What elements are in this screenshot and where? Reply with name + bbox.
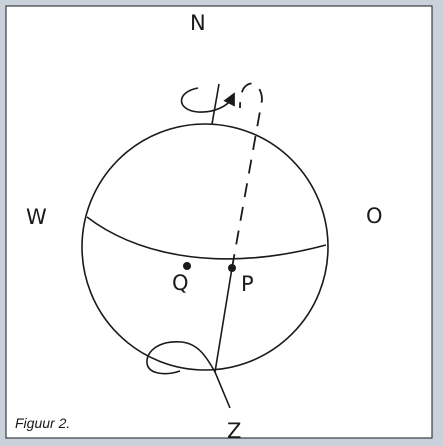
label-south: Z <box>227 419 241 443</box>
label-east: O <box>366 204 383 228</box>
south-axis <box>214 371 231 409</box>
label-north: N <box>190 11 206 35</box>
meridian-dashed <box>231 82 263 269</box>
equator <box>86 216 327 260</box>
figure-caption: Figuur 2. <box>15 415 71 431</box>
label-west: W <box>26 205 47 229</box>
sphere-outline <box>81 123 329 371</box>
meridian-south <box>146 267 233 375</box>
point-q <box>183 262 191 270</box>
label-q: Q <box>172 271 189 295</box>
point-p <box>228 264 236 272</box>
rotation-arrow <box>180 87 235 113</box>
panel-border <box>5 5 433 439</box>
north-axis <box>211 83 220 125</box>
label-p: P <box>241 272 254 296</box>
